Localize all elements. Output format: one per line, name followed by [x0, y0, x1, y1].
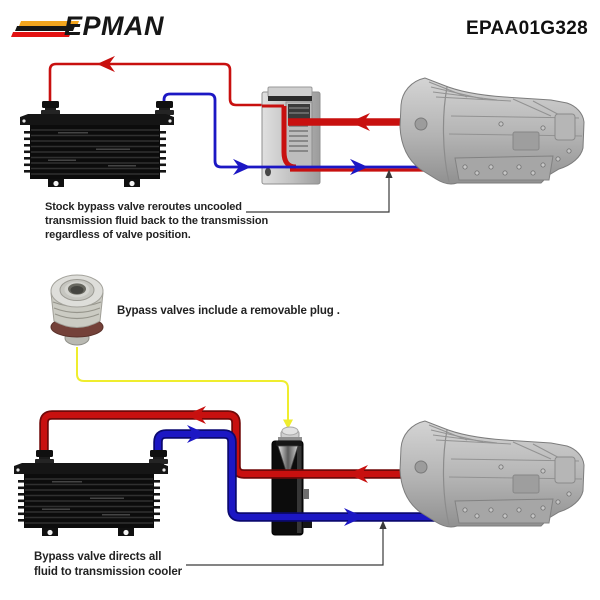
note-removable-plug: Bypass valves include a removable plug .: [117, 305, 340, 317]
note-stock-bypass-line1: Stock bypass valve reroutes uncooled: [45, 201, 242, 213]
note-full-flow-line2: fluid to transmission cooler: [34, 566, 182, 578]
transmission-bottom: [399, 420, 585, 528]
cold-line-cooler-to-transmission: [162, 92, 450, 169]
note-full-flow: Bypass valve directs all fluid to transm…: [34, 550, 182, 580]
note-stock-bypass-line2: transmission fluid back to the transmiss…: [45, 214, 269, 227]
hot-line-bottom: [39, 410, 445, 479]
removable-plug: [50, 274, 104, 346]
note-full-flow-line1: Bypass valve directs all: [34, 551, 162, 563]
oil-cooler-bottom: [13, 449, 169, 537]
brand-text: EPMAN: [64, 11, 165, 41]
leader-line-top-note: [246, 169, 393, 213]
bypass-valve-plug-installed: [271, 426, 312, 536]
oil-cooler-top: [19, 100, 175, 188]
plug-pointer-line: [76, 347, 293, 429]
cold-line-bottom: [153, 429, 461, 522]
bottom-diagram-full-flow: [13, 406, 585, 566]
plug-pointer-arrow-down: [283, 419, 293, 429]
transmission-top: [399, 77, 585, 185]
hot-line-to-cooler: [48, 62, 262, 109]
note-stock-bypass-line3: regardless of valve position.: [45, 228, 191, 241]
note-stock-bypass: Stock bypass valve reroutes uncooled tra…: [45, 201, 268, 242]
part-number: EPAA01G328: [466, 18, 588, 39]
leader-line-bottom-note: [186, 520, 387, 566]
stock-bypass-valve-cutaway: [261, 86, 321, 185]
top-diagram-stock-bypass: [19, 55, 585, 213]
